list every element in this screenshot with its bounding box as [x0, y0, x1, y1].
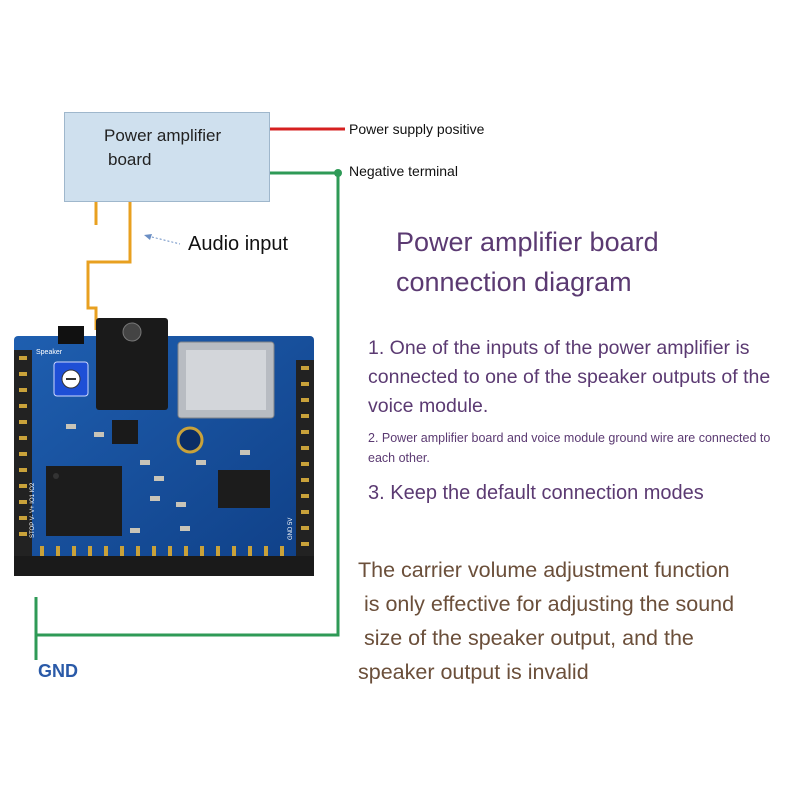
audio-jack	[96, 318, 168, 410]
left-header-pins	[14, 350, 32, 560]
diagram-title: Power amplifier board connection diagram	[396, 222, 776, 302]
right-header-pins	[296, 360, 314, 560]
audio-pointer-arrowhead	[144, 234, 152, 240]
note-3: 3. Keep the default connection modes	[368, 482, 704, 504]
carrier-volume-note: The carrier volume adjustment function i…	[358, 553, 798, 689]
amp-label-line1: Power amplifier	[104, 126, 222, 145]
audio-pointer-line	[147, 235, 181, 245]
carrier-line3: size of the speaker output, and the	[358, 626, 694, 650]
power-supply-positive-label: Power supply positive	[349, 121, 485, 137]
main-chip-left	[46, 466, 122, 536]
negative-terminal-label: Negative terminal	[349, 163, 458, 179]
negative-terminal-node	[334, 169, 342, 177]
main-chip-right	[218, 470, 270, 508]
gnd-label: GND	[38, 661, 78, 681]
small-ic	[112, 420, 138, 444]
audio-input-label: Audio input	[188, 233, 289, 255]
carrier-line4: speaker output is invalid	[358, 660, 589, 684]
amp-label-line2: board	[108, 150, 152, 169]
note-1: 1. One of the inputs of the power amplif…	[368, 337, 771, 417]
speaker-header	[58, 326, 84, 344]
power-amplifier-board	[64, 112, 270, 202]
silkscreen-pins-right: GND 5V	[288, 518, 294, 540]
silkscreen-speaker: Speaker	[36, 349, 63, 356]
title-line1: Power amplifier board	[396, 227, 659, 257]
small-components	[66, 424, 250, 533]
title-line2: connection diagram	[396, 267, 632, 297]
power-amplifier-label: Power amplifier board	[104, 124, 254, 172]
bottom-header-pins	[14, 546, 314, 576]
negative-wire	[34, 171, 340, 637]
mounting-hole	[176, 426, 204, 454]
audio-wire-right	[86, 202, 132, 330]
note-2: 2. Power amplifier board and voice modul…	[368, 431, 771, 465]
carrier-line1: The carrier volume adjustment function	[358, 558, 730, 582]
voice-module-board: Speaker STOP V- V+ IO1 IO2 GND 5V	[14, 318, 314, 576]
carrier-line2: is only effective for adjusting the soun…	[358, 592, 735, 616]
silkscreen-pins-left: STOP V- V+ IO1 IO2	[30, 482, 36, 538]
